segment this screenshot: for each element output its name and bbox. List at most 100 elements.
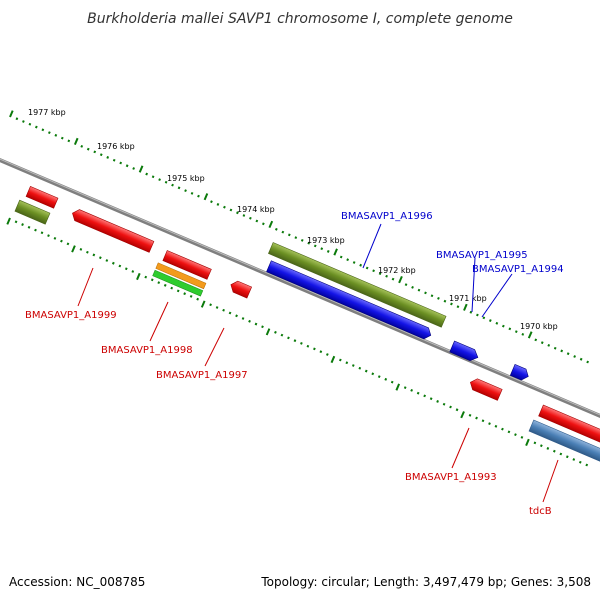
minor-tick [79,248,83,251]
minor-tick [112,158,116,162]
minor-tick [209,303,212,307]
gene-label-bmasavp1-a1998[interactable]: BMASAVP1_A1998 [101,345,193,356]
major-tick [203,193,209,201]
minor-tick [410,388,414,392]
major-tick [333,248,338,256]
gene-label-bmasavp1-a1999[interactable]: BMASAVP1_A1999 [25,310,117,321]
minor-tick [14,220,18,224]
gene-bmasavp1-a1995[interactable] [449,340,480,363]
minor-tick [86,250,89,254]
minor-tick [119,161,123,165]
minor-tick [578,460,582,464]
minor-tick [54,133,58,137]
minor-tick [34,228,37,232]
minor-tick [34,125,38,129]
gene-label-bmasavp1-a1995[interactable]: BMASAVP1_A1995 [436,250,528,261]
minor-tick [514,433,517,437]
minor-tick [22,120,25,123]
minor-tick [287,233,291,237]
minor-tick [352,261,356,264]
minor-tick [481,419,485,423]
major-tick [136,272,141,281]
minor-tick [449,405,452,409]
inner-tick-track [6,217,589,467]
minor-tick [585,463,589,467]
minor-tick [15,117,19,121]
gene-bmasavp1-a1999[interactable] [70,208,155,253]
minor-tick [223,205,226,209]
minor-tick [488,422,491,425]
minor-tick [390,380,394,384]
gene-olive-small[interactable] [14,199,51,225]
gene-bmasavp1-a1993[interactable] [468,377,503,401]
gene-tdcb[interactable] [528,419,600,465]
minor-tick [507,430,511,434]
minor-tick [364,369,368,373]
minor-tick [47,234,50,237]
minor-tick [586,360,590,364]
minor-tick [228,311,232,315]
minor-tick [255,219,259,223]
minor-tick [215,306,219,309]
minor-tick [313,244,317,248]
minor-tick [521,333,525,336]
minor-tick [261,325,264,329]
gene-red-small-top[interactable] [25,185,59,209]
minor-tick [358,366,362,370]
minor-tick [429,397,433,401]
minor-tick [565,455,569,459]
minor-tick [501,427,504,431]
gene-label-tdcb[interactable]: tdcB [529,506,552,517]
minor-tick [274,227,278,231]
minor-tick [98,256,102,260]
minor-tick [197,194,200,198]
minor-tick [359,263,363,267]
minor-tick [27,225,31,229]
minor-tick [60,239,63,243]
gene-bmasavp1-a1997[interactable] [229,279,253,299]
minor-tick [423,394,427,398]
gene-bmasavp1-a1994[interactable] [509,363,530,382]
minor-tick [184,189,187,193]
minor-tick [21,223,24,226]
minor-tick [157,281,161,285]
minor-tick [377,375,381,379]
minor-tick [67,139,71,143]
minor-tick [468,413,472,417]
kbp-label: 1975 kbp [167,174,205,183]
gene-bmasavp1-a1996[interactable] [268,242,447,328]
gene-label-bmasavp1-a1993[interactable]: BMASAVP1_A1993 [405,472,497,483]
gene-red-right[interactable] [538,404,600,446]
gene-red-a1998-partner[interactable] [162,250,212,280]
minor-tick [280,333,284,337]
map-title: Burkholderia mallei SAVP1 chromosome I, … [87,11,513,27]
minor-tick [514,330,518,333]
minor-tick [86,147,90,151]
minor-tick [151,175,155,179]
minor-tick [274,330,277,334]
gene-blue-long[interactable] [266,260,434,341]
topology-text: Topology: circular; Length: 3,497,479 bp… [260,575,591,589]
minor-tick [293,339,297,343]
gene-label-bmasavp1-a1994[interactable]: BMASAVP1_A1994 [472,264,564,275]
minor-tick [326,250,330,253]
minor-tick [384,377,388,381]
gene-label-bmasavp1-a1996[interactable]: BMASAVP1_A1996 [341,211,433,222]
minor-tick [281,230,285,234]
kbp-label: 1974 kbp [237,205,275,214]
gene-bmasavp1-a1998[interactable] [152,262,207,297]
minor-tick [254,322,258,326]
minor-tick [508,327,512,331]
minor-tick [391,277,395,281]
minor-tick [442,402,446,406]
minor-tick [40,231,44,235]
minor-tick [424,291,427,295]
minor-tick [196,297,200,301]
kbp-scale: 1977 kbp 1976 kbp 1975 kbp 1974 kbp 1973… [28,108,558,331]
minor-tick [92,253,96,257]
minor-tick [546,447,550,450]
major-tick [71,245,76,253]
minor-tick [306,344,310,348]
gene-label-bmasavp1-a1997[interactable]: BMASAVP1_A1997 [156,370,248,381]
